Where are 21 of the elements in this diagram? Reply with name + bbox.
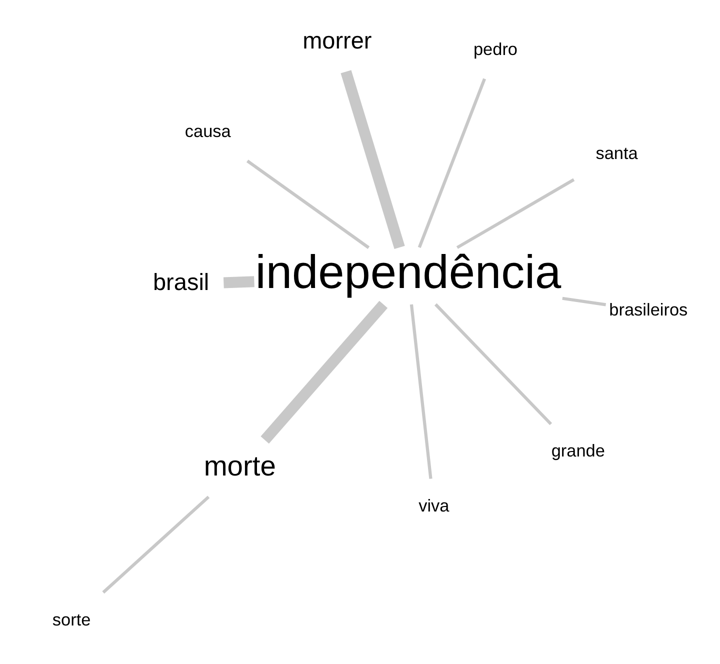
connector [246, 160, 370, 249]
node-text: morrer [302, 27, 372, 54]
node-text: sorte [52, 610, 91, 630]
node-text: pedro [473, 38, 518, 59]
node-text: independência [255, 244, 562, 298]
node-text: brasileiros [609, 299, 688, 320]
connector [456, 178, 575, 249]
node-text: morte [204, 449, 276, 482]
connector [260, 300, 388, 444]
node-text: causa [184, 121, 231, 142]
connector [434, 303, 552, 426]
connector [562, 296, 606, 306]
connector [410, 304, 432, 479]
connector [102, 496, 210, 594]
node-text: grande [551, 440, 605, 461]
connector [223, 276, 254, 288]
node-text: brasil [152, 268, 210, 295]
connector [418, 78, 486, 248]
node-text: viva [418, 496, 450, 516]
node-text: santa [596, 143, 638, 164]
connector [340, 70, 405, 250]
